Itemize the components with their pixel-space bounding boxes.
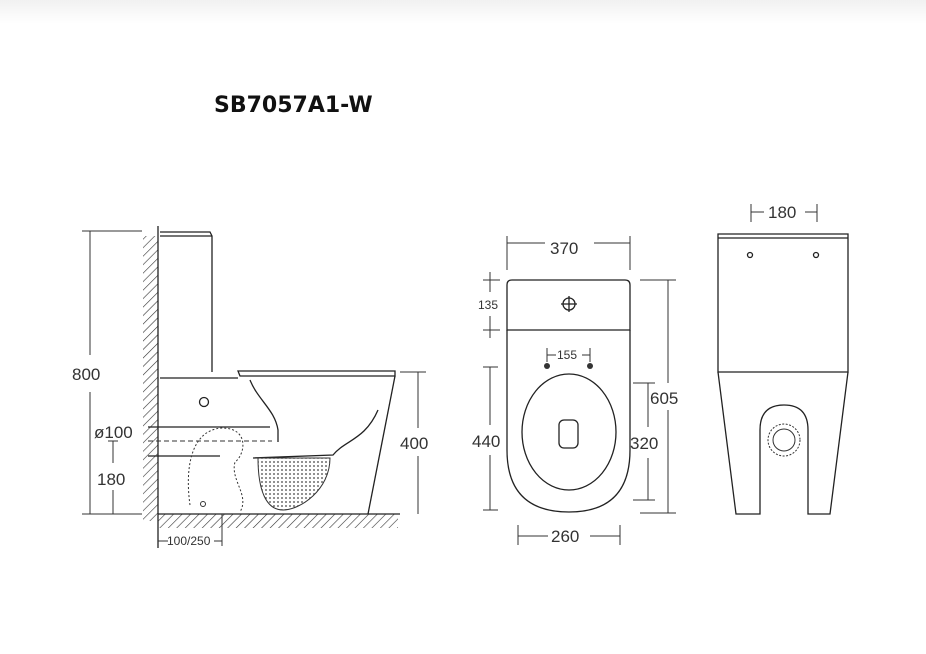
trapway	[249, 379, 279, 442]
tank-outline	[160, 231, 213, 372]
dim-pipe-diameter: ø100	[94, 423, 133, 442]
dim-370: 370	[550, 239, 578, 258]
wall-hatch	[143, 236, 158, 521]
dim-605: 605	[650, 389, 678, 408]
pedestal	[717, 371, 849, 515]
drawing-line	[772, 428, 796, 452]
top-strip	[0, 0, 926, 24]
dim-135: 135	[478, 298, 498, 312]
fixing-hole	[198, 396, 210, 408]
outlet-dotted	[187, 427, 244, 513]
dim-180: 180	[97, 470, 125, 489]
bowl-front	[367, 375, 396, 515]
tank-top	[506, 279, 631, 331]
dim-440: 440	[472, 432, 500, 451]
floor-hatch	[158, 514, 398, 528]
drawing-line	[587, 363, 593, 369]
water-area	[257, 457, 331, 511]
bowl-outline	[506, 330, 631, 513]
drawing-line	[252, 409, 379, 459]
seat	[237, 370, 396, 377]
outlet-circle	[767, 423, 801, 457]
back-view: 180	[717, 203, 849, 515]
dim-320: 320	[630, 434, 658, 453]
model-title: SB7057A1-W	[214, 93, 373, 118]
dim-260: 260	[551, 527, 579, 546]
dim-180-back: 180	[768, 203, 796, 222]
drawing-line	[544, 363, 550, 369]
drawing-line	[812, 251, 820, 259]
tank-back	[717, 233, 849, 373]
dim-800: 800	[72, 365, 100, 384]
drawing-line	[746, 251, 754, 259]
dim-155: 155	[557, 348, 577, 362]
drawing-line	[200, 501, 206, 507]
dim-400: 400	[400, 434, 428, 453]
dim-rough-in: 100/250	[167, 534, 211, 548]
bowl-outlet	[558, 419, 579, 449]
front-view: 155 370 135 440 605 320 260	[472, 236, 678, 546]
seat-opening	[521, 373, 617, 491]
side-view: 800 ø100 180 400 100/250	[72, 226, 428, 548]
